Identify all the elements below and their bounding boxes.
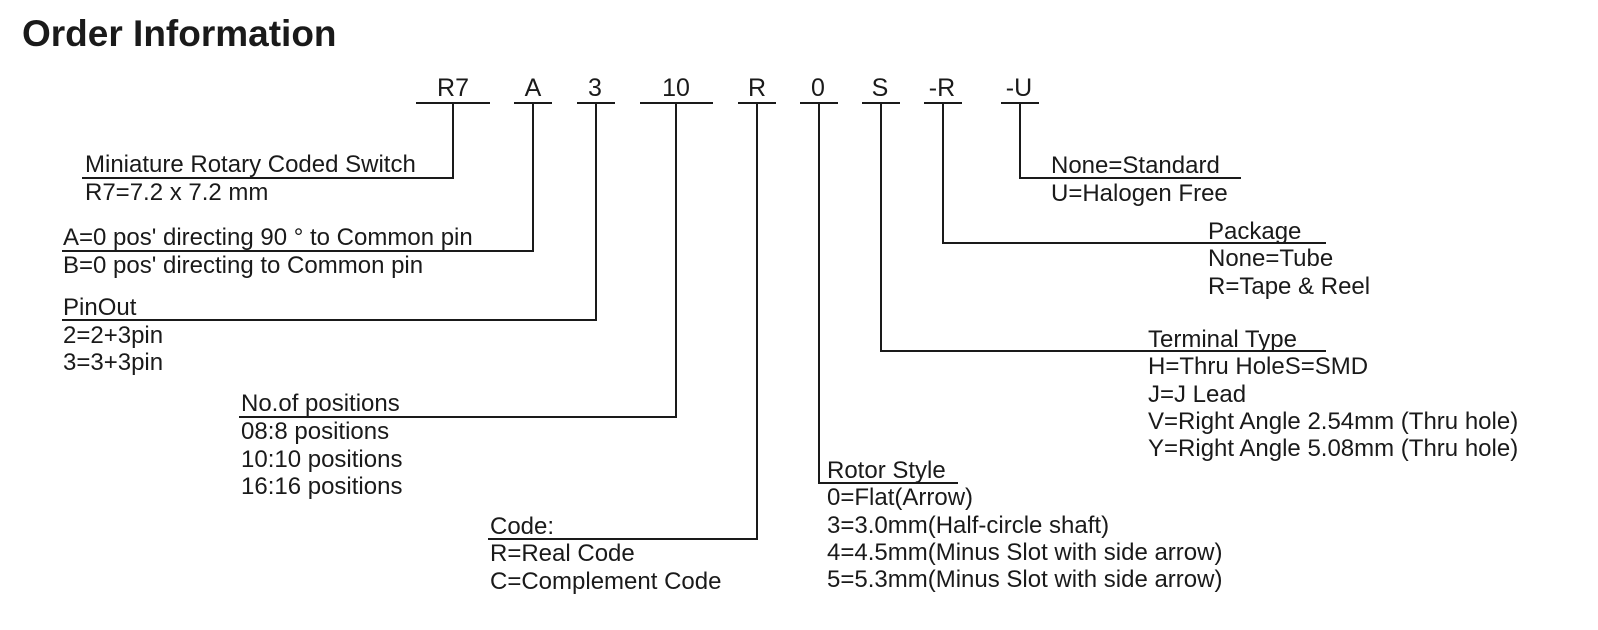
- package-line: None=Tube: [1208, 245, 1334, 272]
- orientation-line: B=0 pos' directing to Common pin: [63, 252, 424, 279]
- code-segment-terminal: S: [871, 74, 889, 102]
- pinout-line: 3=3+3pin: [63, 349, 164, 376]
- positions-line: 08:8 positions: [241, 418, 390, 445]
- positions-line: 10:10 positions: [241, 446, 403, 473]
- page-title: Order Information: [22, 13, 337, 54]
- terminal-heading: Terminal Type: [1148, 326, 1297, 353]
- package-line: R=Tape & Reel: [1208, 273, 1371, 300]
- positions-line: 16:16 positions: [241, 473, 403, 500]
- package-heading: Package: [1208, 218, 1302, 245]
- leader-code: [488, 103, 758, 540]
- leader-rotor: [818, 103, 958, 484]
- rotor-line: 5=5.3mm(Minus Slot with side arrow): [827, 566, 1223, 593]
- rotor-heading: Rotor Style: [827, 457, 946, 484]
- leader-series: [82, 103, 454, 179]
- leader-pinout: [62, 103, 597, 321]
- leader-positions: [239, 103, 677, 418]
- pinout-line: 2=2+3pin: [63, 322, 164, 349]
- code-segment-code: R: [747, 74, 767, 102]
- code-segment-package: -R: [928, 74, 956, 102]
- code-segment-pinout: 3: [588, 74, 602, 102]
- code-line: C=Complement Code: [490, 568, 722, 595]
- code-heading: Code:: [490, 513, 555, 540]
- code-line: R=Real Code: [490, 540, 635, 567]
- rotor-line: 4=4.5mm(Minus Slot with side arrow): [827, 539, 1223, 566]
- terminal-line: V=Right Angle 2.54mm (Thru hole): [1148, 408, 1519, 435]
- terminal-line: H=Thru HoleS=SMD: [1148, 353, 1369, 380]
- leader-halogen: [1019, 103, 1241, 179]
- leader-package: [942, 103, 1326, 244]
- halogen-line: U=Halogen Free: [1051, 180, 1228, 207]
- halogen-heading: None=Standard: [1051, 152, 1220, 179]
- series-heading: Miniature Rotary Coded Switch: [85, 151, 416, 178]
- code-segment-series: R7: [437, 74, 469, 102]
- terminal-line: J=J Lead: [1148, 381, 1247, 408]
- positions-heading: No.of positions: [241, 390, 400, 417]
- terminal-line: Y=Right Angle 5.08mm (Thru hole): [1148, 435, 1519, 462]
- series-line: R7=7.2 x 7.2 mm: [85, 179, 269, 206]
- orientation-heading: A=0 pos' directing 90 ° to Common pin: [63, 224, 473, 251]
- leader-orientation: [62, 103, 534, 252]
- rotor-line: 0=Flat(Arrow): [827, 484, 974, 511]
- leader-terminal: [880, 103, 1326, 352]
- pinout-heading: PinOut: [63, 294, 137, 321]
- code-segment-orientation: A: [524, 74, 542, 102]
- code-segment-positions: 10: [662, 74, 690, 102]
- rotor-line: 3=3.0mm(Half-circle shaft): [827, 512, 1110, 539]
- code-segment-halogen: -U: [1005, 74, 1033, 102]
- code-segment-rotor: 0: [811, 74, 825, 102]
